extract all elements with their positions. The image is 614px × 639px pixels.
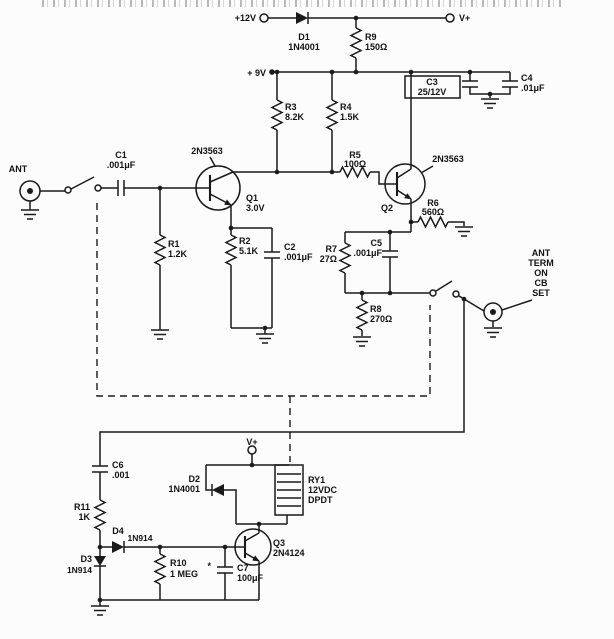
- label-ant-term-2: TERM: [528, 258, 554, 268]
- label-q1-type: 2N3563: [191, 146, 223, 156]
- label-c6-ref: C6: [112, 460, 124, 470]
- label-r3-ref: R3: [285, 102, 297, 112]
- label-ant-term-4: CB: [535, 278, 548, 288]
- label-c3-value: 25/12V: [418, 87, 447, 97]
- cropped-caption-remnant: [42, 0, 562, 7]
- label-ry1-contacts: DPDT: [308, 495, 333, 505]
- diode-d1: [296, 12, 309, 24]
- label-vplus-top: V+: [459, 13, 470, 23]
- label-d4-ref: D4: [112, 526, 124, 536]
- label-ry1-ref: RY1: [308, 475, 325, 485]
- relay-contact-input-switch: [64, 184, 102, 194]
- label-r4-value: 1.5K: [340, 112, 360, 122]
- diode-d2: [212, 484, 224, 496]
- label-c6-value: .001: [112, 470, 130, 480]
- label-r5-value: 100Ω: [344, 159, 366, 169]
- label-r5-ref: R5: [349, 150, 361, 160]
- terminal-vplus-top: [445, 13, 455, 23]
- resistor-r8: [356, 299, 368, 331]
- label-r10-value: 1 MEG: [170, 569, 198, 579]
- label-c7-value: 100μF: [237, 573, 264, 583]
- resistor-r9: [350, 27, 362, 59]
- label-ry1-voltage: 12VDC: [308, 485, 338, 495]
- ant-input-jack: [19, 180, 41, 202]
- label-c7-note: *: [207, 561, 211, 571]
- label-r11-ref: R11: [74, 502, 90, 512]
- relay-linkage-dashed-line: [96, 203, 431, 462]
- label-r6-value: 560Ω: [422, 207, 444, 217]
- label-r8-ref: R8: [370, 304, 382, 314]
- resistor-r4: [326, 99, 338, 131]
- terminal-vplus-relay: [247, 445, 257, 455]
- label-q2-type: 2N3563: [432, 154, 464, 164]
- label-r9-ref: R9: [365, 32, 377, 42]
- label-d1-value: 1N4001: [288, 42, 320, 52]
- ant-output-jack: [483, 302, 503, 322]
- transistor-q2: [384, 163, 426, 222]
- junction-dots: [97, 15, 493, 603]
- resistor-r1: [154, 234, 166, 266]
- resistor-r3: [271, 99, 283, 131]
- label-c5-value: .001μF: [353, 248, 382, 258]
- label-r2-ref: R2: [239, 236, 251, 246]
- label-c1-value: .001μF: [107, 160, 136, 170]
- label-c2-value: .001μF: [284, 252, 313, 262]
- label-r1-ref: R1: [168, 239, 180, 249]
- label-r7-value: 27Ω: [320, 254, 337, 264]
- resistor-r2: [225, 234, 237, 266]
- label-q1-ref: Q1: [246, 193, 258, 203]
- label-r10-ref: R10: [170, 558, 187, 568]
- resistor-r11: [94, 499, 106, 531]
- label-9v: + 9V: [247, 68, 266, 78]
- label-q2-ref: Q2: [381, 203, 393, 213]
- resistor-r7: [339, 242, 351, 274]
- label-r3-value: 8.2K: [285, 112, 305, 122]
- label-d3-value: 1N914: [67, 565, 92, 575]
- transistor-q3: [234, 524, 272, 600]
- label-c7-ref: C7: [237, 563, 249, 573]
- resistor-r10: [154, 553, 166, 585]
- label-r9-value: 150Ω: [365, 42, 387, 52]
- label-c1-ref: C1: [115, 150, 127, 160]
- terminal-12v: [259, 13, 269, 23]
- label-r11-value: 1K: [78, 512, 90, 522]
- wires: [29, 17, 533, 606]
- label-d2-value: 1N4001: [168, 484, 200, 494]
- label-c5-ref: C5: [370, 238, 382, 248]
- label-d2-ref: D2: [188, 474, 200, 484]
- label-c4-value: .01μF: [521, 83, 545, 93]
- label-c4-ref: C4: [521, 73, 533, 83]
- label-r6-ref: R6: [427, 198, 439, 208]
- label-ant-term-1: ANT: [532, 248, 551, 258]
- diode-d4: [112, 541, 124, 553]
- node-9v: [269, 69, 275, 75]
- label-r4-ref: R4: [340, 102, 352, 112]
- label-ant-term-5: SET: [532, 288, 550, 298]
- resistor-r6: [417, 216, 449, 228]
- label-12v: +12V: [235, 13, 256, 23]
- label-ant-in: ANT: [9, 164, 28, 174]
- label-r2-value: 5.1K: [239, 246, 259, 256]
- label-d1-ref: D1: [298, 32, 310, 42]
- relay-contact-output-switch: [429, 289, 460, 298]
- label-q1-voltage: 3.0V: [246, 203, 265, 213]
- label-ant-term-3: ON: [534, 268, 548, 278]
- label-r7-ref: R7: [325, 244, 337, 254]
- diode-d3: [94, 556, 106, 566]
- label-c2-ref: C2: [284, 242, 296, 252]
- label-vplus-relay: V+: [246, 437, 257, 447]
- relay-ry1-coil: [274, 464, 304, 516]
- transistor-q1: [195, 165, 241, 228]
- label-d3-ref: D3: [80, 554, 92, 564]
- label-q3-type: 2N4124: [273, 548, 305, 558]
- c3-label-box: [404, 75, 461, 99]
- label-c3-ref: C3: [426, 77, 438, 87]
- labels: +12V V+ + 9V D1 1N4001 R9 150Ω C3 25/12V…: [9, 13, 554, 583]
- label-d4-value: 1N914: [127, 533, 152, 543]
- label-r1-value: 1.2K: [168, 249, 188, 259]
- label-q3-ref: Q3: [273, 538, 285, 548]
- label-r8-value: 270Ω: [370, 314, 392, 324]
